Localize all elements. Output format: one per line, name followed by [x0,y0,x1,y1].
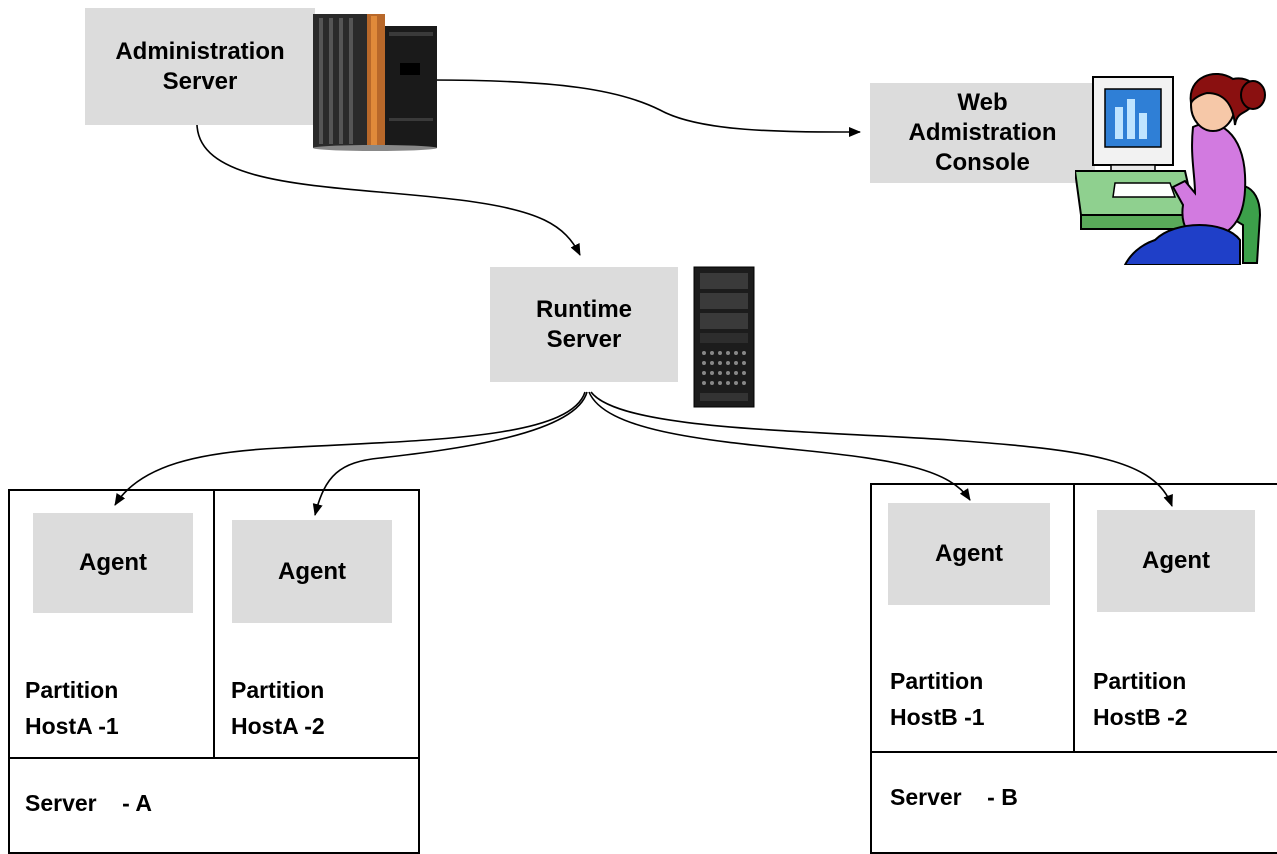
admin-server-line1: Administration [115,37,285,65]
server-a-title: Server - A [25,790,152,816]
partition-label-b2: Partition HostB -2 [1093,668,1188,730]
agent-box-a1: Agent [33,513,193,613]
admin-server-line2: Server [162,67,238,95]
partition-label-b1: Partition HostB -1 [890,668,985,730]
user-at-computer-icon [1075,73,1266,265]
agent-label: Agent [278,557,346,585]
console-line2: Admistration [908,119,1057,146]
runtime-server-line2: Server [546,325,622,353]
agent-box-b2: Agent [1097,510,1255,612]
agent-label: Agent [1142,547,1210,574]
connector-runtime-to-agent-a2 [312,391,588,516]
server-b-divider [870,751,1277,753]
rack-server-icon [693,266,755,408]
agent-label: Agent [935,540,1003,567]
runtime-server-line1: Runtime [536,295,632,323]
connector-admin-to-runtime [196,124,581,256]
server-a-divider [8,757,420,759]
connector-runtime-to-agent-b1 [588,391,971,501]
connector-admin-to-console [429,79,861,137]
agent-box-b1: Agent [888,503,1050,605]
server-a-partition-divider [213,489,215,759]
mainframe-server-icon [313,14,437,151]
runtime-server-box: Runtime Server [490,267,678,382]
partition-label-a1: Partition HostA -1 [25,677,119,739]
server-b-partition-divider [1073,483,1075,753]
server-b-title: Server - B [890,784,1018,810]
web-admin-console-box: Web Admistration Console [870,83,1095,183]
agent-label: Agent [79,549,147,576]
partition-label-a2: Partition HostA -2 [231,677,325,739]
connector-runtime-to-agent-b2 [590,391,1173,507]
console-line3: Console [935,149,1030,176]
console-line1: Web [957,89,1008,116]
agent-box-a2: Agent [232,520,392,623]
administration-server-box: Administration Server [85,8,315,125]
connector-runtime-to-agent-a1 [114,391,586,506]
